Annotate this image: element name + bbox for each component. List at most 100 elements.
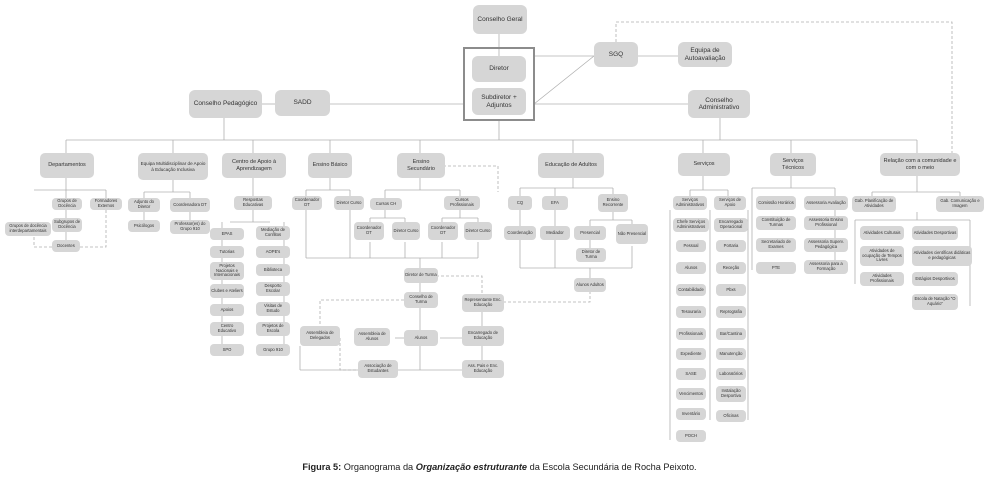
node-profissionais: Profissionais	[676, 328, 706, 340]
node-coordenacao: Coordenação	[504, 226, 536, 240]
node-assessoria-ensino-profissional: Assessoria Ensino Profissional	[804, 216, 848, 230]
node-diretor: Diretor	[472, 56, 526, 82]
node-grupos-interdepartamentais: Grupos de docência interdepartamentais	[5, 222, 51, 236]
node-tesouraria: Tesouraria	[676, 306, 706, 318]
node-escola-natacao: Escola de Natação "O Aquário"	[912, 294, 958, 310]
node-servicos-administrativos: Serviços Administrativos	[673, 196, 707, 210]
node-visitas-estudo: Visitas de Estudo	[256, 302, 290, 316]
node-alunos: Alunos	[404, 330, 438, 346]
node-desporto-escolar: Desporto Escolar	[256, 282, 290, 296]
node-atividades-ocupacao: Atividades de ocupação de Tempos Livres	[860, 246, 904, 266]
node-conselho-geral: Conselho Geral	[473, 5, 527, 34]
node-cursos-ch: Cursos CH	[370, 198, 402, 210]
node-ensino-recorrente: Ensino Recorrente	[598, 194, 628, 212]
node-estagios-desportivos: Estágios Desportivos	[912, 272, 958, 286]
node-instalacao-desportiva: Instalação Desportiva	[716, 386, 746, 402]
node-efa: EFA	[542, 196, 568, 210]
node-cq: CQ	[508, 196, 532, 210]
node-epas: EPAS	[210, 228, 244, 240]
node-assessoria-pedagogica: Assessoria Superv. Pedagógica	[804, 238, 848, 252]
node-associacao-estudantes: Associação de Estudantes	[358, 360, 398, 378]
node-encarregado-operacional: Encarregado Operacional	[714, 218, 748, 232]
node-inventario: Inventário	[676, 408, 706, 420]
node-subgrupos-docencia: Subgrupos de Docência	[52, 218, 82, 232]
caption-text-before: Organograma da	[341, 462, 416, 472]
node-aopes: AOPE's	[256, 246, 290, 258]
node-tutorias: Tutorias	[210, 246, 244, 258]
node-coordenadora-dt: Coordenadora DT	[170, 198, 210, 212]
node-servicos-tecnicos: Serviços Técnicos	[770, 153, 816, 176]
caption-label: Figura 5:	[302, 462, 342, 472]
node-atividades-cientificas: Atividades científicas didáticas e pedag…	[912, 246, 972, 266]
node-sadd: SADD	[275, 90, 330, 116]
node-docentes: Docentes	[52, 240, 80, 252]
node-servicos: Serviços	[678, 153, 730, 176]
node-pbx: Pbxs	[716, 284, 746, 296]
node-formadores-externos: Formadores Externos	[90, 198, 122, 210]
node-secretariado-exames: Secretariado de Exames	[756, 238, 796, 252]
node-equipa-multidisciplinar: Equipa Multidisciplinar de Apoio à Educa…	[138, 153, 208, 180]
node-psicologos: Psicólogos	[128, 220, 160, 232]
node-reprografia: Reprografia	[716, 306, 746, 318]
node-centro-apoio: Centro de Apoio à Aprendizagem	[222, 153, 286, 178]
node-encarregado-educacao: Encarregado de Educação	[462, 326, 504, 346]
node-nao-presencial: Não Presencial	[616, 224, 648, 244]
node-conselho-turma: Conselho de Turma	[404, 292, 438, 308]
node-gab-comunicacao: Gab. Comunicação e Imagem	[936, 196, 984, 212]
node-coordenador-dt-ch: Coordenador DT	[354, 222, 384, 240]
caption-emphasis: Organização estruturante	[415, 462, 528, 472]
node-educacao-adultos: Educação de Adultos	[538, 153, 604, 178]
node-diretor-turma-adultos: Diretor de Turma	[576, 248, 606, 262]
node-grupos-docencia: Grupos de Docência	[52, 198, 82, 210]
node-contabilidade: Contabilidade	[676, 284, 706, 296]
node-diretor-curso-basico: Diretor Curso	[334, 196, 364, 210]
node-comissao-horarios: Comissão Horários	[756, 196, 796, 210]
node-grupo-910: Grupo 910	[256, 344, 290, 356]
director-group-frame	[463, 47, 535, 121]
node-gab-planificacao: Gab. Planificação de Atividades	[852, 196, 896, 212]
node-expediente: Expediente	[676, 348, 706, 360]
node-apoios: Apoios	[210, 304, 244, 316]
caption-text-after: da Escola Secundária de Rocha Peixoto.	[527, 462, 697, 472]
node-poch: POCH	[676, 430, 706, 442]
node-projetos-nacionais: Projetos Nacionais e Internacionais	[210, 262, 244, 280]
node-rececao: Receção	[716, 262, 746, 274]
node-respostas-educativas: Respostas Educativas	[234, 196, 272, 210]
node-centro-educativo: Centro Educativo	[210, 322, 244, 336]
node-projetos-escola: Projetos de Escola	[256, 322, 290, 336]
node-presencial: Presencial	[574, 226, 606, 240]
node-alunos-servicos: Alunos	[676, 262, 706, 274]
node-pessoal: Pessoal	[676, 240, 706, 252]
node-cursos-profissionais: Cursos Profissionais	[444, 196, 480, 210]
node-servicos-apoio: Serviços de Apoio	[714, 196, 746, 210]
node-constituicao-turmas: Constituição de Turmas	[756, 216, 796, 230]
figure-caption: Figura 5: Organograma da Organização est…	[0, 462, 999, 472]
node-laboratorios: Laboratórios	[716, 368, 746, 380]
node-chefe-servicos: Chefe Serviços Administrativos	[673, 218, 709, 232]
node-representante-enc-educacao: Representante Enc. Educação	[462, 294, 504, 312]
node-ass-pais-enc-educacao: Ass. Pais e Enc. Educação	[462, 360, 504, 378]
node-diretor-curso-ch: Diretor Curso	[392, 222, 420, 240]
node-sase: SASE	[676, 368, 706, 380]
node-oficinas: Oficinas	[716, 410, 746, 422]
node-diretor-turma: Diretor de Turma	[404, 268, 438, 283]
node-ensino-secundario: Ensino Secundário	[397, 153, 445, 178]
node-relacao-comunidade: Relação com a comunidade e com o meio	[880, 153, 960, 176]
node-coordenador-dt-prof: Coordenador DT	[428, 222, 458, 240]
node-ensino-basico: Ensino Básico	[308, 153, 352, 178]
node-departamentos: Departamentos	[40, 153, 94, 178]
node-coordenador-dt-basico: Coordenador DT	[292, 196, 322, 210]
node-vencimentos: Vencimentos	[676, 388, 706, 400]
node-atividades-desportivas: Atividades Desportivas	[912, 226, 958, 240]
node-conselho-pedagogico: Conselho Pedagógico	[189, 90, 262, 118]
node-diretor-curso-prof: Diretor Curso	[464, 222, 492, 240]
node-mediador: Mediador	[540, 226, 570, 240]
node-conselho-administrativo: Conselho Administrativo	[688, 90, 750, 118]
node-assessoria-formacao: Assessoria para a Formação	[804, 260, 848, 274]
node-biblioteca: Biblioteca	[256, 264, 290, 276]
node-clubes-ateliers: Clubes e Ateliers	[210, 284, 244, 298]
node-atividades-culturais: Atividades Culturais	[860, 226, 904, 240]
node-spo: SPO	[210, 344, 244, 356]
